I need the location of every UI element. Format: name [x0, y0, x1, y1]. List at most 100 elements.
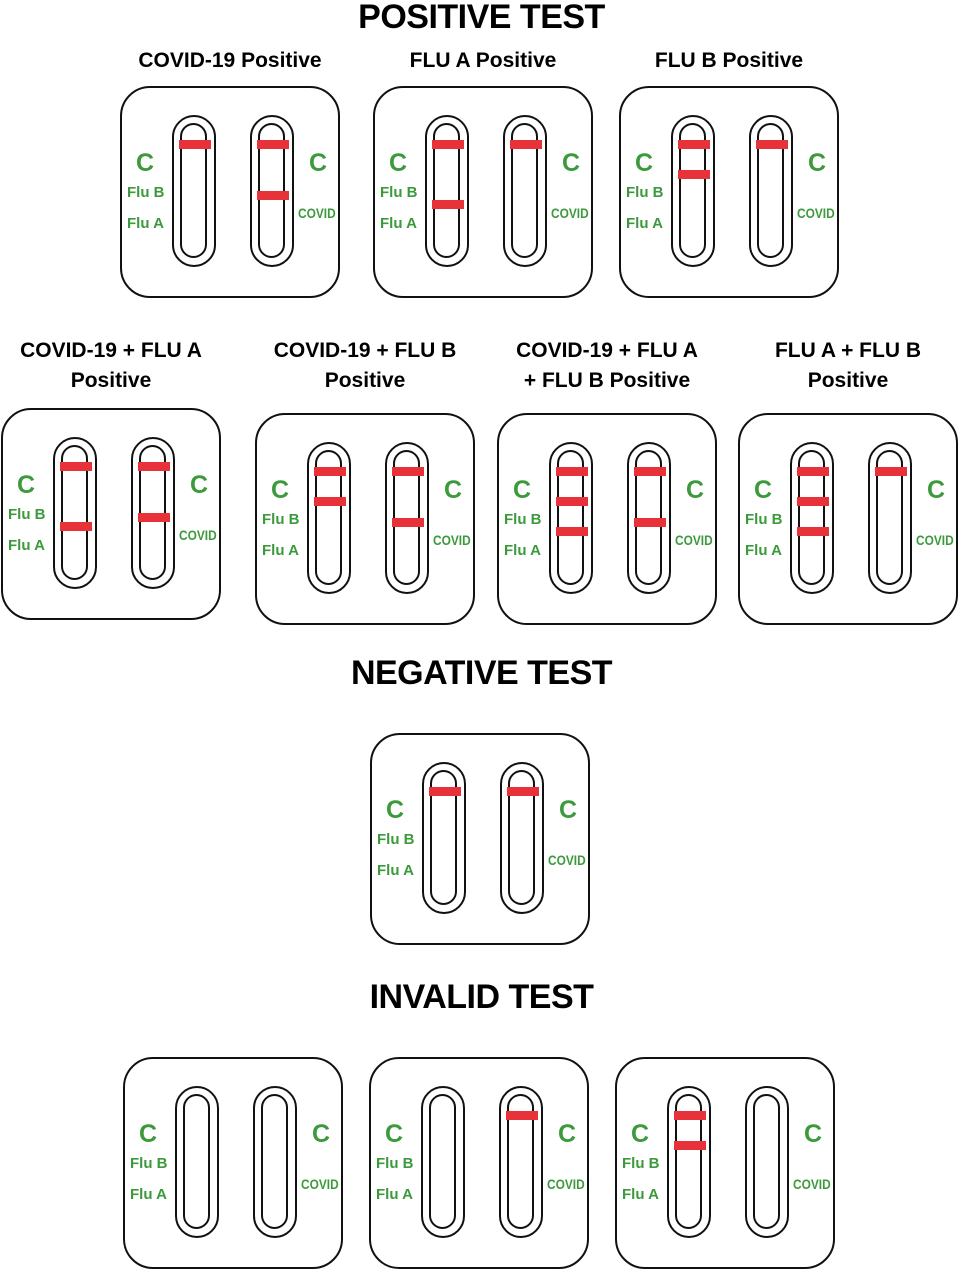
label-covid: COVID: [797, 205, 835, 221]
label-control-left: C: [385, 1120, 404, 1148]
result-window: [315, 450, 342, 585]
label-flu-b: Flu B: [504, 511, 542, 528]
test-cassette: C Flu B Flu A C COVID: [120, 86, 340, 298]
card-title-line: Positive: [324, 369, 406, 392]
card-title-line: + FLU B Positive: [523, 369, 691, 392]
result-line-flu-a: [556, 527, 588, 536]
result-line-c: [797, 467, 829, 476]
label-flu-b: Flu B: [127, 184, 165, 201]
result-window: [430, 770, 457, 905]
test-strip-right: [745, 1086, 789, 1238]
test-strip-left: [53, 437, 97, 589]
section-title-invalid: INVALID TEST: [369, 978, 594, 1016]
label-control-left: C: [513, 476, 532, 504]
card-title: COVID-19 Positive: [100, 46, 360, 76]
result-window: [876, 450, 903, 585]
card-title-line: COVID-19 + FLU A: [516, 339, 698, 362]
test-strip-left: [425, 115, 469, 267]
label-control-right: C: [562, 149, 581, 177]
result-line-flu-a: [60, 522, 92, 531]
label-control-right: C: [559, 796, 578, 824]
result-line-covid: [634, 518, 666, 527]
label-flu-b: Flu B: [8, 506, 46, 523]
label-control-right: C: [686, 476, 705, 504]
result-line-flu-a: [432, 200, 464, 209]
test-strip-right: [253, 1086, 297, 1238]
result-line-c: [429, 787, 461, 796]
result-line-c: [634, 467, 666, 476]
result-line-flu-b: [556, 497, 588, 506]
card-title-line: FLU A + FLU B: [774, 339, 921, 362]
result-line-c: [756, 140, 788, 149]
label-flu-a: Flu A: [622, 1186, 659, 1203]
result-line-flu-b: [678, 170, 710, 179]
result-line-c: [506, 1111, 538, 1120]
result-window: [507, 1094, 534, 1229]
label-covid: COVID: [301, 1176, 339, 1192]
label-control-right: C: [558, 1120, 577, 1148]
label-flu-a: Flu A: [8, 537, 45, 554]
label-flu-b: Flu B: [130, 1155, 168, 1172]
result-window: [508, 770, 535, 905]
label-covid: COVID: [298, 205, 336, 221]
section-title-negative: NEGATIVE TEST: [350, 654, 613, 692]
result-line-covid: [392, 518, 424, 527]
label-control-left: C: [389, 149, 408, 177]
label-control-right: C: [312, 1120, 331, 1148]
test-strip-left: [421, 1086, 465, 1238]
result-line-c: [510, 140, 542, 149]
label-covid: COVID: [793, 1176, 831, 1192]
test-strip-left: [172, 115, 216, 267]
label-covid: COVID: [551, 205, 589, 221]
result-line-c: [556, 467, 588, 476]
label-flu-b: Flu B: [745, 511, 783, 528]
section-title-positive: POSITIVE TEST: [358, 0, 605, 36]
label-control-left: C: [271, 476, 290, 504]
test-strip-left: [422, 762, 466, 914]
result-window: [61, 445, 88, 580]
label-control-right: C: [309, 149, 328, 177]
label-flu-a: Flu A: [262, 542, 299, 559]
label-flu-a: Flu A: [626, 215, 663, 232]
result-window: [429, 1094, 456, 1229]
label-flu-a: Flu A: [745, 542, 782, 559]
result-line-flu-b: [674, 1141, 706, 1150]
label-covid: COVID: [548, 852, 586, 868]
test-strip-right: [500, 762, 544, 914]
result-window: [753, 1094, 780, 1229]
label-flu-b: Flu B: [376, 1155, 414, 1172]
result-window: [139, 445, 166, 580]
result-window: [393, 450, 420, 585]
result-window: [261, 1094, 288, 1229]
label-flu-a: Flu A: [377, 862, 414, 879]
test-strip-right: [131, 437, 175, 589]
test-strip-right: [385, 442, 429, 594]
result-window: [635, 450, 662, 585]
label-covid: COVID: [547, 1176, 585, 1192]
label-flu-a: Flu A: [380, 215, 417, 232]
result-line-c: [257, 140, 289, 149]
result-line-covid: [138, 513, 170, 522]
result-line-flu-b: [314, 497, 346, 506]
test-strip-right: [503, 115, 547, 267]
label-flu-a: Flu A: [127, 215, 164, 232]
label-flu-b: Flu B: [262, 511, 300, 528]
result-window: [183, 1094, 210, 1229]
result-line-c: [875, 467, 907, 476]
label-control-right: C: [808, 149, 827, 177]
result-line-c: [432, 140, 464, 149]
test-strip-left: [667, 1086, 711, 1238]
label-control-left: C: [136, 149, 155, 177]
label-control-right: C: [804, 1120, 823, 1148]
